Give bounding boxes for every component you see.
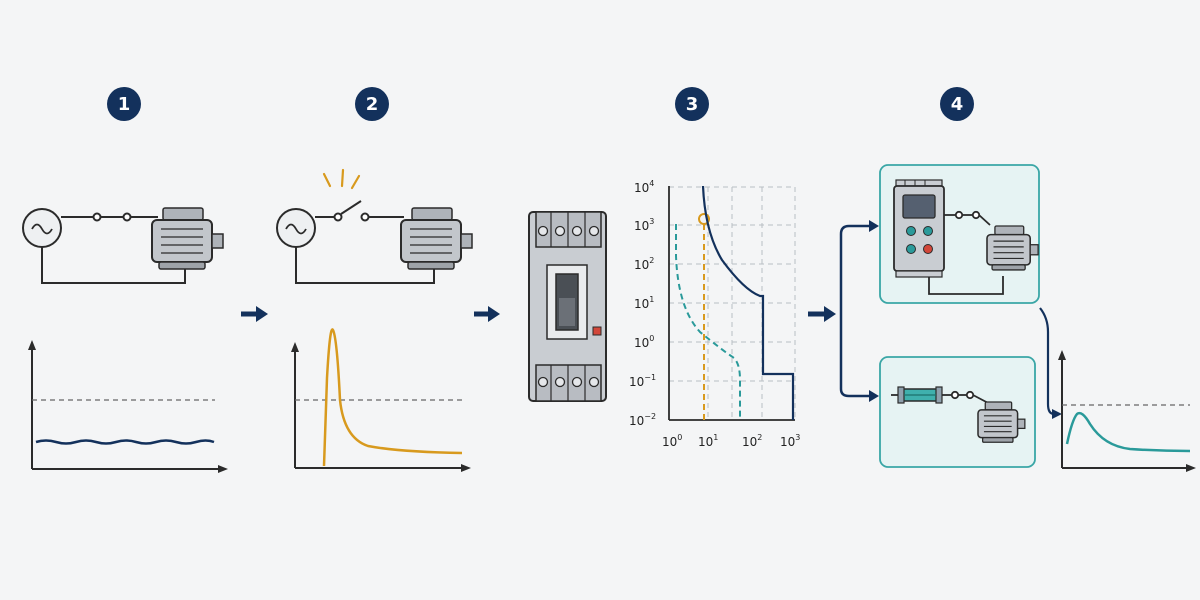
switch-contact-icon [954, 210, 964, 220]
inrush-trace [322, 328, 463, 467]
switch-contact-icon [360, 212, 370, 222]
y-tick-label: 101 [634, 295, 654, 311]
breaker-trip-curve [701, 185, 795, 420]
step-number: 2 [366, 94, 379, 115]
switch-contact-icon [965, 390, 975, 400]
x-tick-label: 102 [742, 433, 762, 449]
step-badge-4: 4 [940, 87, 974, 121]
x-tick-label: 101 [698, 433, 718, 449]
switch-contact-icon [333, 212, 343, 222]
soft-starter-icon [893, 179, 945, 278]
branch-arrow-icon [869, 390, 879, 402]
circuit-switching [276, 200, 435, 284]
flow-arrow-icon [241, 306, 268, 322]
inrush-marker-point [698, 213, 710, 225]
step-badge-3: 3 [675, 87, 709, 121]
motor-icon [151, 207, 224, 270]
flow-arrow-icon [474, 306, 500, 322]
flow-arrow-icon [808, 306, 836, 322]
step-number: 3 [686, 94, 699, 115]
spark-icon [322, 168, 361, 190]
branch-arrow-icon [869, 220, 879, 232]
y-tick-label: 10−2 [629, 412, 656, 428]
y-tick-label: 104 [634, 179, 654, 195]
switch-contact-icon [122, 212, 132, 222]
y-tick-label: 100 [634, 334, 654, 350]
step-badge-1: 1 [107, 87, 141, 121]
switch-contact-icon [971, 210, 981, 220]
steady-current-chart [28, 340, 228, 473]
y-tick-label: 103 [634, 217, 654, 233]
display-screen [902, 194, 936, 219]
motor-start-curve [675, 224, 741, 420]
switch-contact-icon [950, 390, 960, 400]
current-trace [35, 439, 215, 445]
fuse-panel [879, 356, 1036, 468]
grid-lines [669, 186, 796, 420]
motor-icon [400, 207, 473, 270]
motor-icon [977, 401, 1026, 443]
x-tick-label: 103 [780, 433, 800, 449]
step-badge-2: 2 [355, 87, 389, 121]
circuit-closed-switch [22, 208, 186, 284]
step-number: 4 [951, 94, 964, 115]
y-tick-label: 102 [634, 256, 654, 272]
soft-starter-panel [879, 164, 1040, 304]
trip-curve-chart: 104 103 102 101 100 10−1 10−2 100 101 10… [629, 179, 800, 449]
motor-icon [986, 225, 1039, 271]
branch-connector [839, 224, 870, 398]
result-connector [1039, 307, 1062, 419]
soft-start-current-chart [1058, 350, 1196, 472]
inrush-current-chart [291, 328, 471, 472]
step-number: 1 [118, 94, 131, 115]
fuse-icon [897, 386, 943, 404]
y-tick-label: 10−1 [629, 373, 656, 389]
trip-indicator [592, 326, 602, 336]
switch-contact-icon [92, 212, 102, 222]
open-switch-blade [340, 200, 362, 215]
soft-start-trace [1065, 411, 1191, 453]
x-tick-label: 100 [662, 433, 682, 449]
circuit-breaker-icon [528, 211, 607, 402]
